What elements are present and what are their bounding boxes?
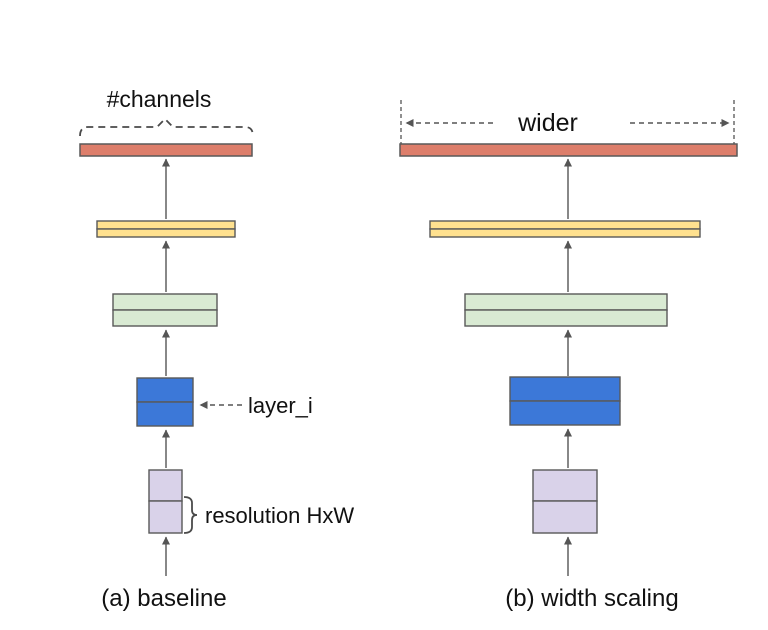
panel-b: wider (b) width scaling: [399, 100, 738, 612]
channels-brace-dashed: [79, 117, 254, 137]
input-layer-a-bottom: [148, 500, 183, 534]
panel-a: #channels layer_i resolution HxW: [79, 86, 354, 612]
panel-a-caption: (a) baseline: [101, 585, 226, 612]
input-layer-b-top: [532, 469, 598, 502]
resolution-label: resolution HxW: [205, 503, 354, 528]
input-layer-b-bottom: [532, 500, 598, 534]
blue-layer-a-bottom: [136, 401, 194, 427]
green-layer-a-top: [112, 293, 218, 311]
resolution-brace: [183, 496, 198, 534]
input-layer-a-top: [148, 469, 183, 502]
output-bar-a: [79, 143, 253, 157]
layer-label: layer_i: [248, 393, 313, 418]
yellow-layer-b-top: [429, 220, 701, 230]
panel-b-caption: (b) width scaling: [505, 585, 678, 612]
channels-label: #channels: [107, 86, 212, 112]
green-layer-a-bottom: [112, 309, 218, 327]
blue-layer-a-top: [136, 377, 194, 403]
yellow-layer-b-bottom: [429, 228, 701, 238]
blue-layer-b-bottom: [509, 400, 621, 426]
wider-label: wider: [517, 109, 578, 137]
green-layer-b-bottom: [464, 309, 668, 327]
yellow-layer-a-bottom: [96, 228, 236, 238]
output-bar-b: [399, 143, 738, 157]
yellow-layer-a-top: [96, 220, 236, 230]
blue-layer-b-top: [509, 376, 621, 402]
green-layer-b-top: [464, 293, 668, 311]
